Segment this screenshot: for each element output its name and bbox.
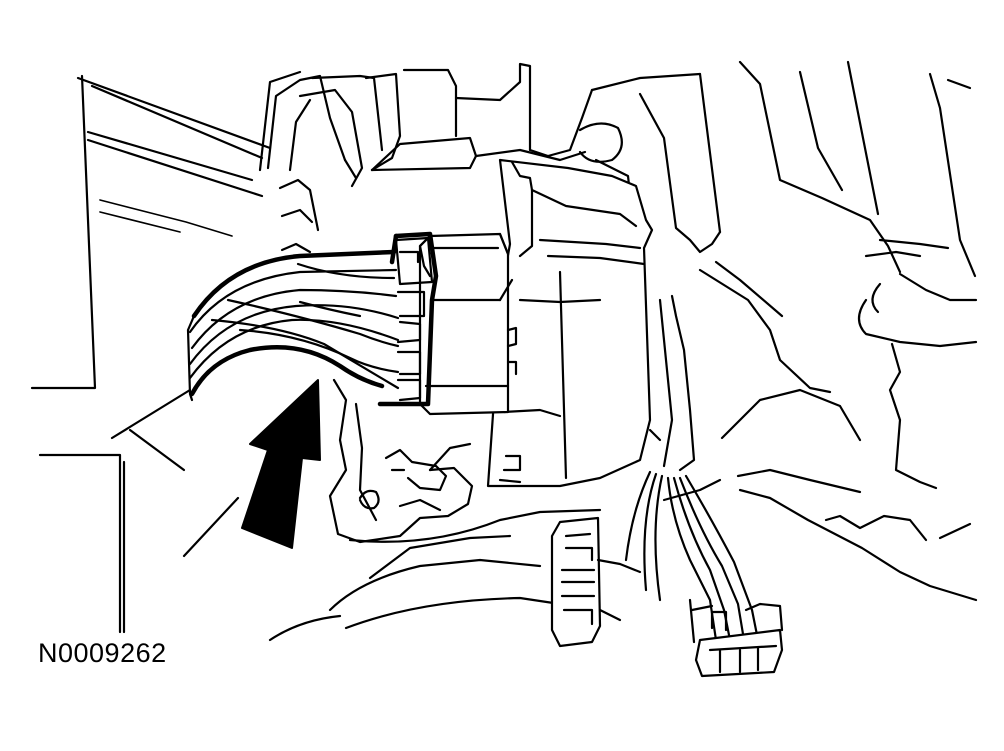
- lower-connector: [550, 516, 642, 648]
- wire-harness: [186, 249, 400, 402]
- figure-reference-id: N0009262: [38, 638, 167, 668]
- top-cover: [364, 62, 702, 196]
- lower-bracket: [268, 378, 602, 642]
- upper-bracket: [266, 74, 384, 254]
- module-housing: [486, 158, 696, 488]
- right-structure: [638, 60, 978, 602]
- lower-wire-bundle: [624, 470, 760, 642]
- bottom-right-connector: [688, 598, 784, 678]
- left-trim-panel: [30, 70, 302, 634]
- connector-block: [377, 231, 518, 416]
- pointer-arrow: [241, 379, 321, 549]
